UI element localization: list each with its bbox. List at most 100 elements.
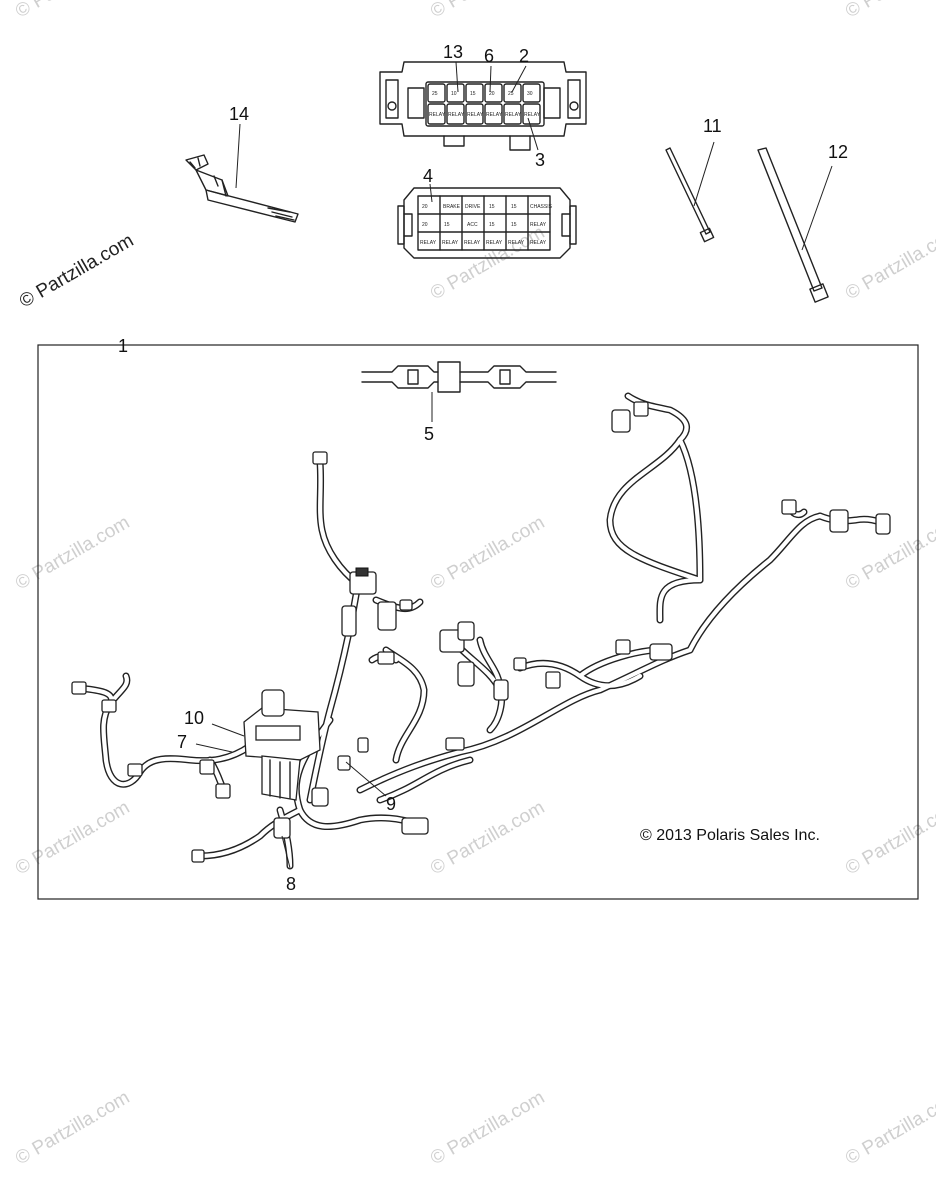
fuse-slots-row-1: 25 10 15 20 25 30 [427, 83, 541, 103]
fuse-label: 25 [508, 91, 514, 97]
connector [312, 451, 328, 465]
connector [649, 643, 673, 661]
panel-label: RELAY [442, 240, 459, 246]
watermark: © Partzilla.com [427, 512, 548, 594]
connector [273, 817, 291, 839]
part-5-inline-harness[interactable] [361, 361, 557, 422]
connector [191, 849, 205, 863]
connector [493, 679, 509, 701]
connector [457, 621, 475, 641]
panel-label: 15 [511, 222, 517, 228]
watermark: © Partzilla.com [842, 0, 936, 22]
part-12-cable-tie-large[interactable] [757, 147, 833, 303]
callout-9: 9 [386, 794, 396, 814]
connector [101, 699, 117, 713]
connector [781, 499, 797, 515]
connector [875, 513, 891, 535]
panel-label: RELAY [530, 222, 547, 228]
panel-label: CHASSIS [530, 204, 553, 210]
harness-wires-outer [76, 392, 884, 870]
callout-2: 2 [519, 46, 529, 66]
fuse-label: 15 [470, 91, 476, 97]
watermark: © Partzilla.com [12, 797, 133, 879]
callout-14: 14 [229, 104, 249, 124]
part-11-cable-tie-small[interactable] [665, 141, 715, 243]
panel-label: BRAKE [443, 204, 461, 210]
connector [457, 661, 475, 687]
connector [355, 567, 369, 577]
harness-connectors [71, 401, 891, 863]
connector [545, 671, 561, 689]
harness-wires-inner [77, 393, 883, 869]
callout-11: 11 [703, 116, 722, 136]
watermark: © Partzilla.com [12, 0, 133, 22]
callout-3: 3 [535, 150, 545, 170]
callout-10: 10 [184, 708, 204, 728]
part-1-main-harness[interactable] [71, 392, 891, 870]
connector [633, 401, 649, 417]
connector [357, 737, 369, 753]
fuse-slots-row-2: RELAY RELAY RELAY RELAY RELAY RELAY [427, 103, 541, 125]
fuse-label: 25 [432, 91, 438, 97]
harness-central-box [243, 689, 321, 801]
watermark-dark: © Partzilla.com [16, 230, 137, 312]
callout-12: 12 [828, 142, 848, 162]
panel-label: DRIVE [465, 204, 481, 210]
panel-label: RELAY [486, 240, 503, 246]
connector [337, 755, 351, 771]
panel-label: RELAY [420, 240, 437, 246]
part-fuse-block[interactable]: 25 10 15 20 25 30 RELAY RELAY RELAY RELA… [379, 61, 587, 151]
panel-label: 15 [489, 204, 495, 210]
panel-label: ACC [467, 222, 478, 228]
watermark: © Partzilla.com [842, 1087, 936, 1169]
connector [615, 639, 631, 655]
watermark: © Partzilla.com [12, 512, 133, 594]
panel-label: 15 [444, 222, 450, 228]
relay-label: RELAY [448, 112, 465, 118]
watermark: © Partzilla.com [427, 1087, 548, 1169]
fuse-label: 10 [451, 91, 457, 97]
relay-label: RELAY [429, 112, 446, 118]
connector [127, 763, 143, 777]
watermark: © Partzilla.com [427, 797, 548, 879]
callout-6: 6 [484, 46, 494, 66]
panel-label: RELAY [530, 240, 547, 246]
frame-leaders [195, 723, 387, 869]
watermark: © Partzilla.com [842, 222, 936, 304]
watermark: © Partzilla.com [427, 222, 548, 304]
relay-label: RELAY [486, 112, 503, 118]
connector [377, 601, 397, 631]
relay-label: RELAY [524, 112, 541, 118]
panel-label: 20 [422, 204, 428, 210]
connector [311, 787, 329, 807]
watermark: © Partzilla.com [427, 0, 548, 22]
watermark: © Partzilla.com [842, 797, 936, 879]
panel-label: RELAY [508, 240, 525, 246]
part-4-fuse-panel[interactable]: 20 BRAKE DRIVE 15 15 CHASSIS 20 15 ACC 1… [397, 183, 577, 259]
connector [401, 817, 429, 835]
callout-1: 1 [118, 336, 128, 356]
callout-13: 13 [443, 42, 463, 62]
connector [199, 759, 215, 775]
harness-frame [37, 344, 919, 900]
panel-label: 15 [511, 204, 517, 210]
fuse-label: 30 [527, 91, 533, 97]
connector [829, 509, 849, 533]
panel-labels: 20 BRAKE DRIVE 15 15 CHASSIS 20 15 ACC 1… [420, 204, 553, 246]
panel-label: RELAY [464, 240, 481, 246]
connector [445, 737, 465, 751]
connector [513, 657, 527, 671]
callout-7: 7 [177, 732, 187, 752]
relay-label: RELAY [505, 112, 522, 118]
relay-label: RELAY [467, 112, 484, 118]
copyright-text: © 2013 Polaris Sales Inc. [640, 827, 820, 844]
panel-label: 15 [489, 222, 495, 228]
callouts: 14 13 6 2 3 4 11 12 1 5 10 7 9 8 [118, 42, 848, 894]
callout-8: 8 [286, 874, 296, 894]
connector [341, 605, 357, 637]
watermark-layer: © Partzilla.com © Partzilla.com © Partzi… [12, 0, 936, 1169]
part-14-cable-tie-mount[interactable] [185, 123, 299, 223]
connector [71, 681, 87, 695]
connector [399, 599, 413, 611]
